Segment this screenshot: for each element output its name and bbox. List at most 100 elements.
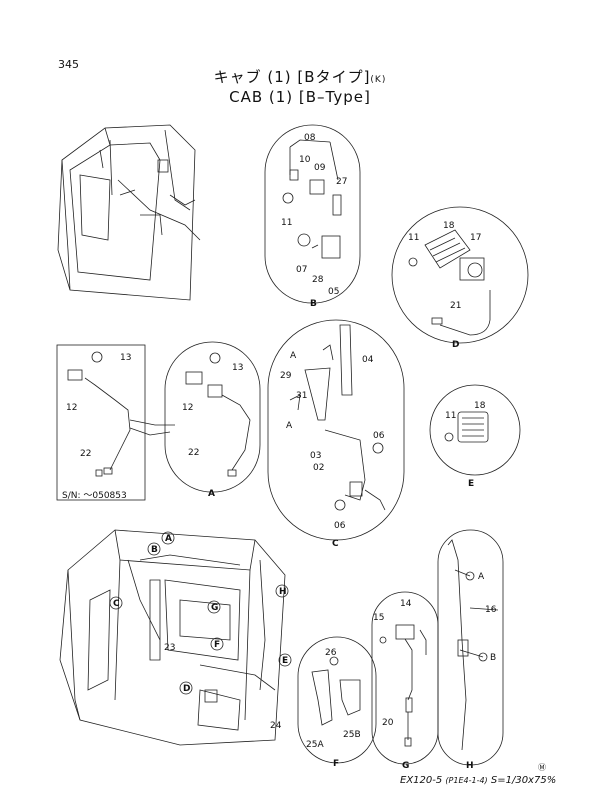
speaker-part-17 bbox=[459, 257, 485, 281]
switch-part-05 bbox=[321, 235, 341, 259]
callout-g: G bbox=[211, 603, 218, 613]
callout-f: F bbox=[214, 640, 220, 650]
label-e-11: 11 bbox=[445, 411, 456, 421]
footer-model: EX120-5 bbox=[400, 775, 443, 786]
detail-e bbox=[429, 384, 521, 476]
label-box-22: 22 bbox=[80, 449, 91, 459]
label-c-03: 03 bbox=[310, 451, 321, 461]
label-d-17: 17 bbox=[470, 233, 481, 243]
detail-b bbox=[264, 124, 361, 304]
switch-part-09 bbox=[309, 179, 325, 195]
title-japanese: キャブ (1) [Bタイプ](K) bbox=[0, 66, 600, 87]
main-cab-labels: A B C D E F G H 23 24 bbox=[113, 534, 288, 731]
callout-g-circle bbox=[207, 600, 221, 614]
callout-b: B bbox=[151, 545, 158, 555]
detail-a-outline bbox=[164, 341, 261, 493]
label-a-13: 13 bbox=[232, 363, 243, 373]
detail-e-outline bbox=[429, 384, 521, 476]
title-english: CAB (1) [B–Type] bbox=[229, 88, 371, 106]
cable-part-16 bbox=[447, 539, 467, 751]
switch-part-10 bbox=[289, 169, 299, 181]
detail-c-letter: C bbox=[332, 539, 339, 549]
bolt-part-06-lower bbox=[334, 499, 346, 511]
label-a-22: 22 bbox=[188, 448, 199, 458]
detail-h bbox=[437, 529, 504, 766]
label-g-20: 20 bbox=[382, 718, 394, 728]
label-g-15: 15 bbox=[373, 613, 384, 623]
main-cab-callouts bbox=[109, 531, 292, 695]
label-cab-23: 23 bbox=[164, 643, 175, 653]
label-11: 11 bbox=[281, 218, 292, 228]
detail-c bbox=[267, 319, 405, 541]
detail-h-labels: 16 A B H bbox=[466, 572, 497, 771]
main-cab-drawing bbox=[59, 529, 286, 746]
bracket-part-25a bbox=[311, 669, 333, 726]
bolt-part-07 bbox=[297, 233, 311, 247]
detail-f-outline bbox=[297, 636, 377, 764]
harness-part-21 bbox=[439, 290, 491, 336]
callout-b-circle bbox=[147, 542, 161, 556]
label-e-18: 18 bbox=[474, 401, 486, 411]
callout-f-circle bbox=[210, 637, 224, 651]
label-10: 10 bbox=[299, 155, 311, 165]
detail-f-labels: 26 25A 25B F bbox=[306, 648, 361, 769]
callout-e-circle bbox=[278, 653, 292, 667]
serial-box-labels: 13 12 22 bbox=[66, 353, 131, 459]
label-c-sub-a: A bbox=[290, 351, 297, 361]
callout-h: H bbox=[279, 587, 287, 597]
footer-mark: Ⓜ bbox=[538, 763, 546, 772]
label-h-a: A bbox=[478, 572, 485, 582]
lever-part-04 bbox=[339, 324, 353, 396]
link-part-29 bbox=[304, 367, 331, 421]
detail-d bbox=[391, 206, 529, 344]
label-h-b: B bbox=[490, 653, 496, 663]
serial-note: S/N: ～050853 bbox=[62, 491, 127, 501]
callout-a-circle bbox=[161, 531, 175, 545]
label-05: 05 bbox=[328, 287, 339, 297]
callout-a: A bbox=[165, 534, 172, 544]
detail-e-labels: 11 18 E bbox=[445, 401, 486, 489]
page-number: 345 bbox=[58, 58, 79, 71]
label-c-06: 06 bbox=[373, 431, 385, 441]
label-27: 27 bbox=[336, 177, 347, 187]
label-f-25b: 25B bbox=[343, 730, 361, 740]
detail-d-letter: D bbox=[452, 340, 459, 350]
label-c-04: 04 bbox=[362, 355, 374, 365]
label-d-21: 21 bbox=[450, 301, 461, 311]
detail-h-outline bbox=[437, 529, 504, 766]
serial-box bbox=[56, 344, 146, 501]
bolt-part-06 bbox=[372, 442, 384, 454]
callout-d-circle bbox=[179, 681, 193, 695]
label-c-02: 02 bbox=[313, 463, 324, 473]
detail-g-letter: G bbox=[402, 761, 409, 771]
detail-a bbox=[164, 341, 261, 493]
footer: EX120-5 (P1E4-1-4) S=1/30x75% bbox=[400, 775, 556, 786]
title-jp-suffix: (K) bbox=[370, 75, 387, 85]
label-g-14: 14 bbox=[400, 599, 412, 609]
label-box-12: 12 bbox=[66, 403, 77, 413]
label-c-06b: 06 bbox=[334, 521, 346, 531]
screw-part-11 bbox=[282, 192, 294, 204]
switch-part-14 bbox=[395, 624, 415, 640]
detail-d-outline bbox=[391, 206, 529, 344]
detail-c-labels: 04 29 31 03 06 02 06 A A C bbox=[280, 351, 385, 549]
serial-box-outline bbox=[56, 344, 146, 501]
label-28: 28 bbox=[312, 275, 324, 285]
grille-part-18 bbox=[424, 229, 471, 269]
top-cab-drawing bbox=[57, 124, 201, 301]
footer-code: (P1E4-1-4) bbox=[445, 776, 488, 785]
detail-a-labels: 13 12 22 A bbox=[182, 363, 243, 499]
detail-f bbox=[297, 636, 377, 764]
callout-h-circle bbox=[275, 584, 289, 598]
cover-part-27 bbox=[332, 194, 342, 216]
grille-part-18-e bbox=[457, 411, 489, 443]
label-cab-24: 24 bbox=[270, 721, 282, 731]
detail-a-letter: A bbox=[208, 489, 215, 499]
label-d-11: 11 bbox=[408, 233, 419, 243]
label-f-25a: 25A bbox=[306, 740, 324, 750]
detail-b-labels: 08 10 09 27 11 07 28 05 B bbox=[281, 133, 347, 309]
leader-box-to-a bbox=[129, 419, 175, 436]
label-08: 08 bbox=[304, 133, 316, 143]
bracket-part-25b bbox=[339, 679, 361, 716]
label-f-26: 26 bbox=[325, 648, 337, 658]
